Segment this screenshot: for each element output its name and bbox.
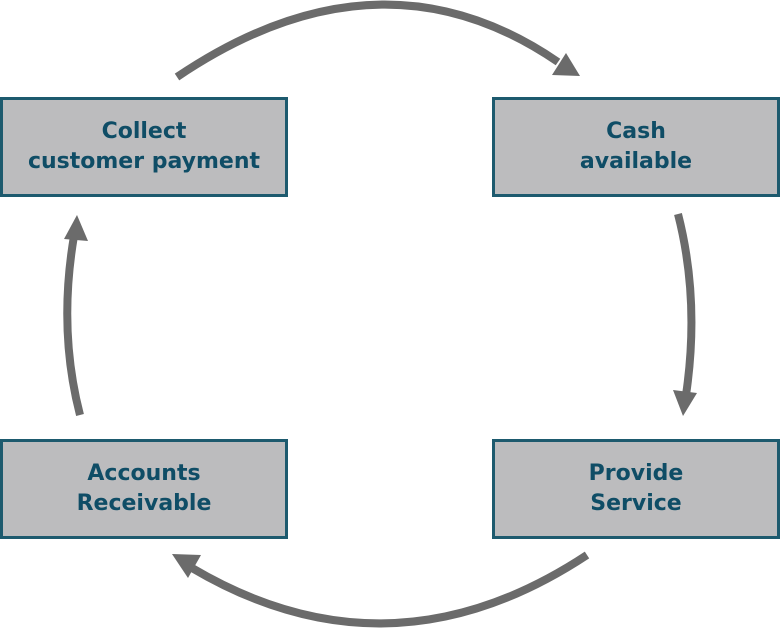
arrow-collect-to-cash: [174, 0, 580, 81]
box-label-line: customer payment: [27, 149, 261, 174]
box-label-line: Cash: [606, 119, 666, 144]
box-label-line: Collect: [101, 119, 187, 144]
arrow-provide-to-receivable: [172, 551, 590, 628]
collect-customer-payment-box: Collect customer payment: [0, 97, 288, 197]
provide-service-box: Provide Service: [492, 439, 780, 539]
cash-available-box: Cash available: [492, 97, 780, 197]
box-label-line: available: [579, 149, 693, 174]
arrow-cash-to-provide: [673, 213, 697, 416]
accounts-receivable-box: Accounts Receivable: [0, 439, 288, 539]
box-label-line: Service: [590, 491, 682, 516]
box-label-line: Receivable: [76, 491, 212, 516]
arrow-receivable-to-collect: [63, 215, 88, 417]
box-label-line: Provide: [588, 461, 684, 486]
box-label-line: Accounts: [87, 461, 201, 486]
